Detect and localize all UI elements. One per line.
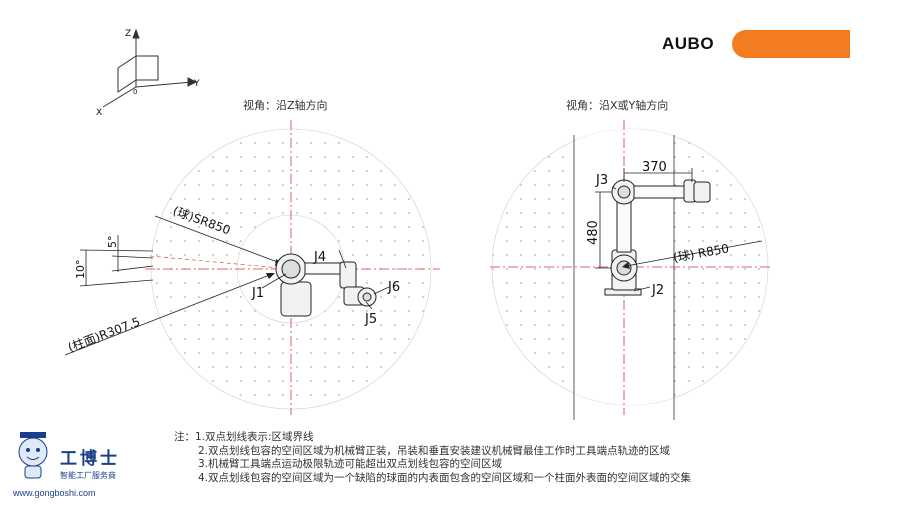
watermark-subtitle: 智能工厂服务商 [60,471,116,480]
joint-j6-label: J6 [387,280,400,295]
notes-block: 注：1.双点划线表示:区域界线 2.双点划线包容的空间区域为机械臂正装，吊装和垂… [174,431,691,485]
axis-icon [102,28,198,108]
mascot-logo [18,432,48,479]
note-line-2: 2.双点划线包容的空间区域为机械臂正装，吊装和垂直安装建议机械臂最佳工作时工具端… [198,444,671,457]
sphere-leader [154,215,281,264]
left-view-title: 视角：沿Z轴方向 [243,99,328,112]
angle-5-label: 5° [106,236,119,249]
note-line-1: 注：1.双点划线表示:区域界线 [174,431,314,443]
joint-j2-label: J2 [651,283,664,298]
right-view-title: 视角：沿X或Y轴方向 [566,99,669,112]
angle-wedges [79,235,154,287]
joint-j1-label: J1 [251,286,264,301]
dimension-lines [595,168,693,292]
note-line-4: 4.双点划线包容的空间区域为一个缺陷的球面的内表面包含的空间区域和一个柱面外表面… [198,471,692,484]
brand-logo: AUBO [662,34,715,53]
axis-y-label: Y [193,79,200,89]
notes-prefix: 注： [174,431,195,443]
cylinder-radius-label: (柱面)R307.5 [66,314,142,355]
joint-j4-label: J4 [313,250,326,265]
dim-370-label: 370 [642,160,667,175]
note-line-3: 3.机械臂工具端点运动极限轨迹可能超出双点划线包容的空间区域 [198,458,503,470]
joint-j3-label: J3 [595,173,608,188]
joint-j5-label: J5 [364,312,377,327]
axis-z-label: Z [125,29,131,39]
left-robot-top-view [275,253,377,317]
right-robot-side-view [604,179,711,296]
brand-accent-bar [732,30,850,58]
axis-origin-label: 0 [133,88,137,96]
axis-x-label: X [96,108,102,118]
angle-10-label: 10° [74,260,87,280]
right-sphere-leader [625,240,763,267]
watermark-name: 工博士 [60,449,120,469]
cylinder-leader [64,273,273,356]
dim-480-label: 480 [586,220,601,245]
watermark-url: www.gongboshi.com [13,488,96,498]
